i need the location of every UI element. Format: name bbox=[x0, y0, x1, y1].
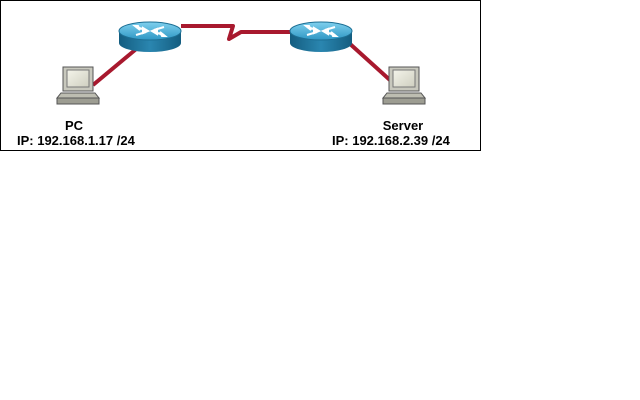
server-ip-label: IP: 192.168.2.39 /24 bbox=[332, 133, 450, 148]
router-icon bbox=[118, 21, 182, 52]
router-icon bbox=[289, 21, 353, 52]
link-pc-router-1 bbox=[91, 43, 143, 87]
link-router-2-server bbox=[347, 41, 393, 83]
pc-ip-label: IP: 192.168.1.17 /24 bbox=[17, 133, 135, 148]
pc-icon bbox=[381, 66, 427, 105]
link-router-1-router-2-serial bbox=[181, 24, 292, 41]
pc-name-label: PC bbox=[64, 118, 84, 133]
diagram-frame: PC IP: 192.168.1.17 /24 Server IP: 192.1… bbox=[0, 0, 481, 151]
server-name-label: Server bbox=[382, 118, 424, 133]
network-topology bbox=[55, 21, 427, 105]
pc-icon bbox=[55, 66, 101, 105]
